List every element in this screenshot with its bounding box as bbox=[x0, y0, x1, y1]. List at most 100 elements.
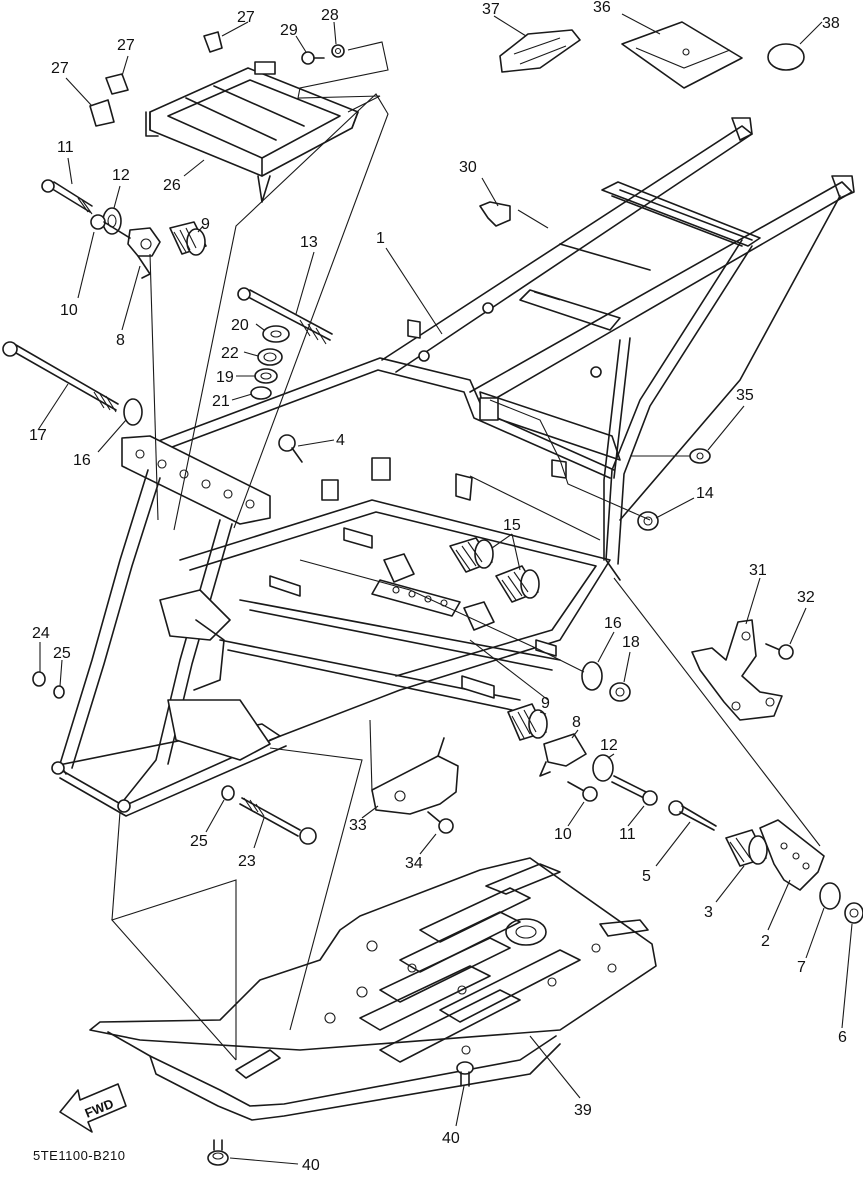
callout-6: 6 bbox=[838, 1029, 847, 1046]
callout-33: 33 bbox=[349, 817, 367, 834]
callout-22: 22 bbox=[221, 345, 239, 362]
bolt-40-bottom bbox=[207, 1139, 229, 1166]
washer-25-lower bbox=[221, 785, 235, 801]
callout-9: 9 bbox=[541, 695, 550, 712]
tool-bag-36 bbox=[621, 21, 743, 89]
callout-34: 34 bbox=[405, 855, 423, 872]
bolt-23 bbox=[239, 797, 317, 845]
bushing-9-upper bbox=[169, 221, 207, 256]
leader-lines bbox=[37, 13, 853, 1165]
washer-16-upper bbox=[123, 398, 143, 426]
callout-29: 29 bbox=[280, 22, 298, 39]
washer-25-left bbox=[53, 685, 65, 699]
bracket-31 bbox=[691, 619, 783, 721]
callout-8: 8 bbox=[116, 332, 125, 349]
callout-40: 40 bbox=[302, 1157, 320, 1172]
bushing-9-lower bbox=[507, 703, 548, 741]
callout-8: 8 bbox=[572, 714, 581, 731]
bearing-22 bbox=[257, 348, 283, 366]
collar-7 bbox=[819, 882, 841, 910]
callout-1: 1 bbox=[376, 230, 385, 247]
callout-10: 10 bbox=[60, 302, 78, 319]
callout-12: 12 bbox=[600, 737, 618, 754]
callout-3: 3 bbox=[704, 904, 713, 921]
callout-39: 39 bbox=[574, 1102, 592, 1119]
damper-15-a bbox=[449, 537, 494, 573]
diagram-code: 5TE1100-B210 bbox=[33, 1148, 126, 1163]
bolt-11-lower bbox=[611, 775, 658, 806]
callout-24: 24 bbox=[32, 625, 50, 642]
callout-9: 9 bbox=[201, 216, 210, 233]
washer-24 bbox=[32, 671, 46, 687]
bolt-29 bbox=[301, 51, 325, 65]
nut-28 bbox=[331, 44, 345, 58]
damper-15-b bbox=[495, 565, 540, 603]
nut-18 bbox=[609, 682, 631, 702]
washer-20 bbox=[262, 325, 290, 343]
clip-nut-27 bbox=[89, 31, 223, 127]
washer-16-lower bbox=[581, 661, 603, 691]
callout-25: 25 bbox=[53, 645, 71, 662]
callout-18: 18 bbox=[622, 634, 640, 651]
skid-plate-39 bbox=[89, 857, 657, 1121]
callout-38: 38 bbox=[822, 15, 840, 32]
bolt-10-upper bbox=[90, 214, 131, 239]
bracket-8-upper bbox=[127, 227, 161, 279]
bracket-33 bbox=[371, 737, 459, 815]
o-ring-38 bbox=[767, 43, 805, 71]
bolt-10-lower bbox=[567, 781, 598, 802]
bolt-5 bbox=[668, 800, 717, 831]
callout-13: 13 bbox=[300, 234, 318, 251]
callout-19: 19 bbox=[216, 369, 234, 386]
seat-bracket-26 bbox=[145, 61, 359, 203]
callout-2: 2 bbox=[761, 933, 770, 950]
collar-21 bbox=[250, 386, 272, 400]
collar-12-lower bbox=[592, 754, 614, 782]
forward-direction-arrow bbox=[59, 1083, 127, 1133]
callout-7: 7 bbox=[797, 959, 806, 976]
callout-15: 15 bbox=[503, 517, 521, 534]
callout-12: 12 bbox=[112, 167, 130, 184]
bolt-11-upper bbox=[41, 179, 93, 215]
callout-26: 26 bbox=[163, 177, 181, 194]
seal-19 bbox=[254, 368, 278, 384]
callout-35: 35 bbox=[736, 387, 754, 404]
callout-16: 16 bbox=[604, 615, 622, 632]
callout-27: 27 bbox=[237, 9, 255, 26]
nut-14 bbox=[637, 511, 659, 531]
bushing-3 bbox=[725, 829, 768, 867]
callout-4: 4 bbox=[336, 432, 345, 449]
callout-40: 40 bbox=[442, 1130, 460, 1147]
main-frame-1 bbox=[51, 117, 855, 817]
bracket-8-lower bbox=[539, 733, 587, 777]
bolt-13 bbox=[237, 287, 333, 345]
frame-mount-bushing bbox=[383, 553, 495, 631]
bolt-4 bbox=[278, 434, 303, 463]
callout-37: 37 bbox=[482, 1, 500, 18]
bracket-30 bbox=[479, 201, 511, 227]
seat-bracket-leader bbox=[297, 41, 389, 113]
callout-31: 31 bbox=[749, 562, 767, 579]
nut-35 bbox=[689, 448, 711, 464]
nut-6 bbox=[844, 902, 863, 924]
callout-23: 23 bbox=[238, 853, 256, 870]
callout-16: 16 bbox=[73, 452, 91, 469]
callout-27: 27 bbox=[51, 60, 69, 77]
callout-25: 25 bbox=[190, 833, 208, 850]
bolt-40-right bbox=[456, 1061, 474, 1087]
callout-21: 21 bbox=[212, 393, 230, 410]
callout-10: 10 bbox=[554, 826, 572, 843]
callout-labels: 27 27 27 29 28 37 36 38 26 11 12 9 10 8 … bbox=[29, 0, 847, 1174]
callout-28: 28 bbox=[321, 7, 339, 24]
engine-bracket-2 bbox=[759, 819, 825, 891]
callout-5: 5 bbox=[642, 868, 651, 885]
callout-36: 36 bbox=[593, 0, 611, 16]
bolt-34 bbox=[427, 811, 454, 834]
bolt-32 bbox=[765, 643, 794, 660]
callout-30: 30 bbox=[459, 159, 477, 176]
callout-27: 27 bbox=[117, 37, 135, 54]
callout-32: 32 bbox=[797, 589, 815, 606]
tool-37 bbox=[499, 29, 581, 73]
